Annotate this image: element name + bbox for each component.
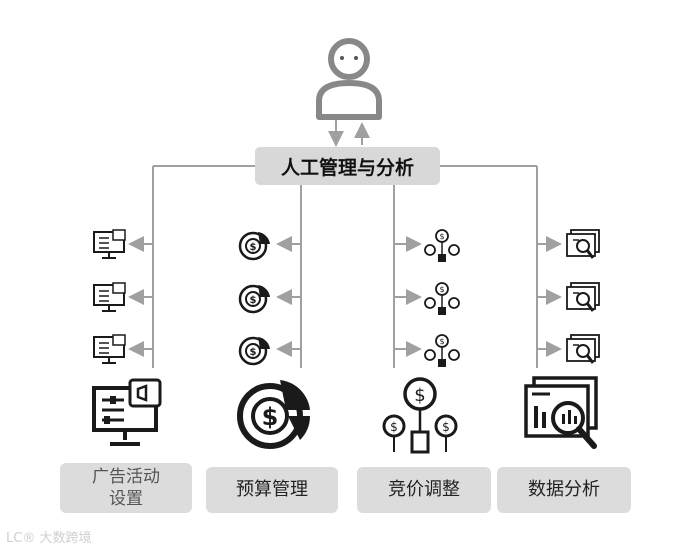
category-label: 预算管理 xyxy=(236,479,308,500)
category-analytics-box: 数据分析 xyxy=(497,467,631,513)
svg-text:$: $ xyxy=(250,295,257,306)
category-ad-campaign-box: 广告活动 设置 xyxy=(60,463,192,513)
monitor-megaphone-icon xyxy=(93,282,126,312)
chart-magnifier-icon xyxy=(566,229,600,259)
svg-text:$: $ xyxy=(250,242,257,253)
chart-magnifier-icon xyxy=(566,282,600,312)
category-label: 竞价调整 xyxy=(388,479,460,500)
dollar-balloons-icon: $ xyxy=(424,282,460,315)
dollar-pie-chart-icon: $ xyxy=(238,284,270,314)
watermark: LC® 大数跨境 xyxy=(6,531,92,546)
dollar-pie-chart-icon: $ xyxy=(237,380,310,449)
chart-magnifier-icon xyxy=(566,334,600,364)
category-bidding-box: 竞价调整 xyxy=(357,467,491,513)
monitor-megaphone-icon xyxy=(92,378,162,446)
dollar-balloons-icon: $ xyxy=(424,229,460,262)
svg-text:$: $ xyxy=(262,403,279,431)
category-budget-box: 预算管理 xyxy=(206,467,338,513)
svg-text:$: $ xyxy=(442,420,450,434)
svg-text:$: $ xyxy=(414,385,425,406)
dollar-pie-chart-icon: $ xyxy=(238,231,270,261)
svg-text:$: $ xyxy=(250,347,257,358)
category-label: 设置 xyxy=(109,489,143,509)
person-icon xyxy=(316,38,382,120)
svg-text:$: $ xyxy=(439,285,444,294)
dollar-balloons-icon: $ $ $ xyxy=(382,377,458,454)
monitor-megaphone-icon xyxy=(93,334,126,364)
manager-box: 人工管理与分析 xyxy=(255,147,440,185)
svg-text:$: $ xyxy=(439,337,444,346)
monitor-megaphone-icon xyxy=(93,229,126,259)
dollar-balloons-icon: $ xyxy=(424,334,460,367)
svg-text:$: $ xyxy=(390,420,398,434)
category-label: 数据分析 xyxy=(528,479,600,500)
svg-text:$: $ xyxy=(439,232,444,241)
dollar-pie-chart-icon: $ xyxy=(238,336,270,366)
chart-magnifier-icon xyxy=(524,376,598,449)
manager-label: 人工管理与分析 xyxy=(280,156,414,179)
category-label: 广告活动 xyxy=(92,467,160,487)
